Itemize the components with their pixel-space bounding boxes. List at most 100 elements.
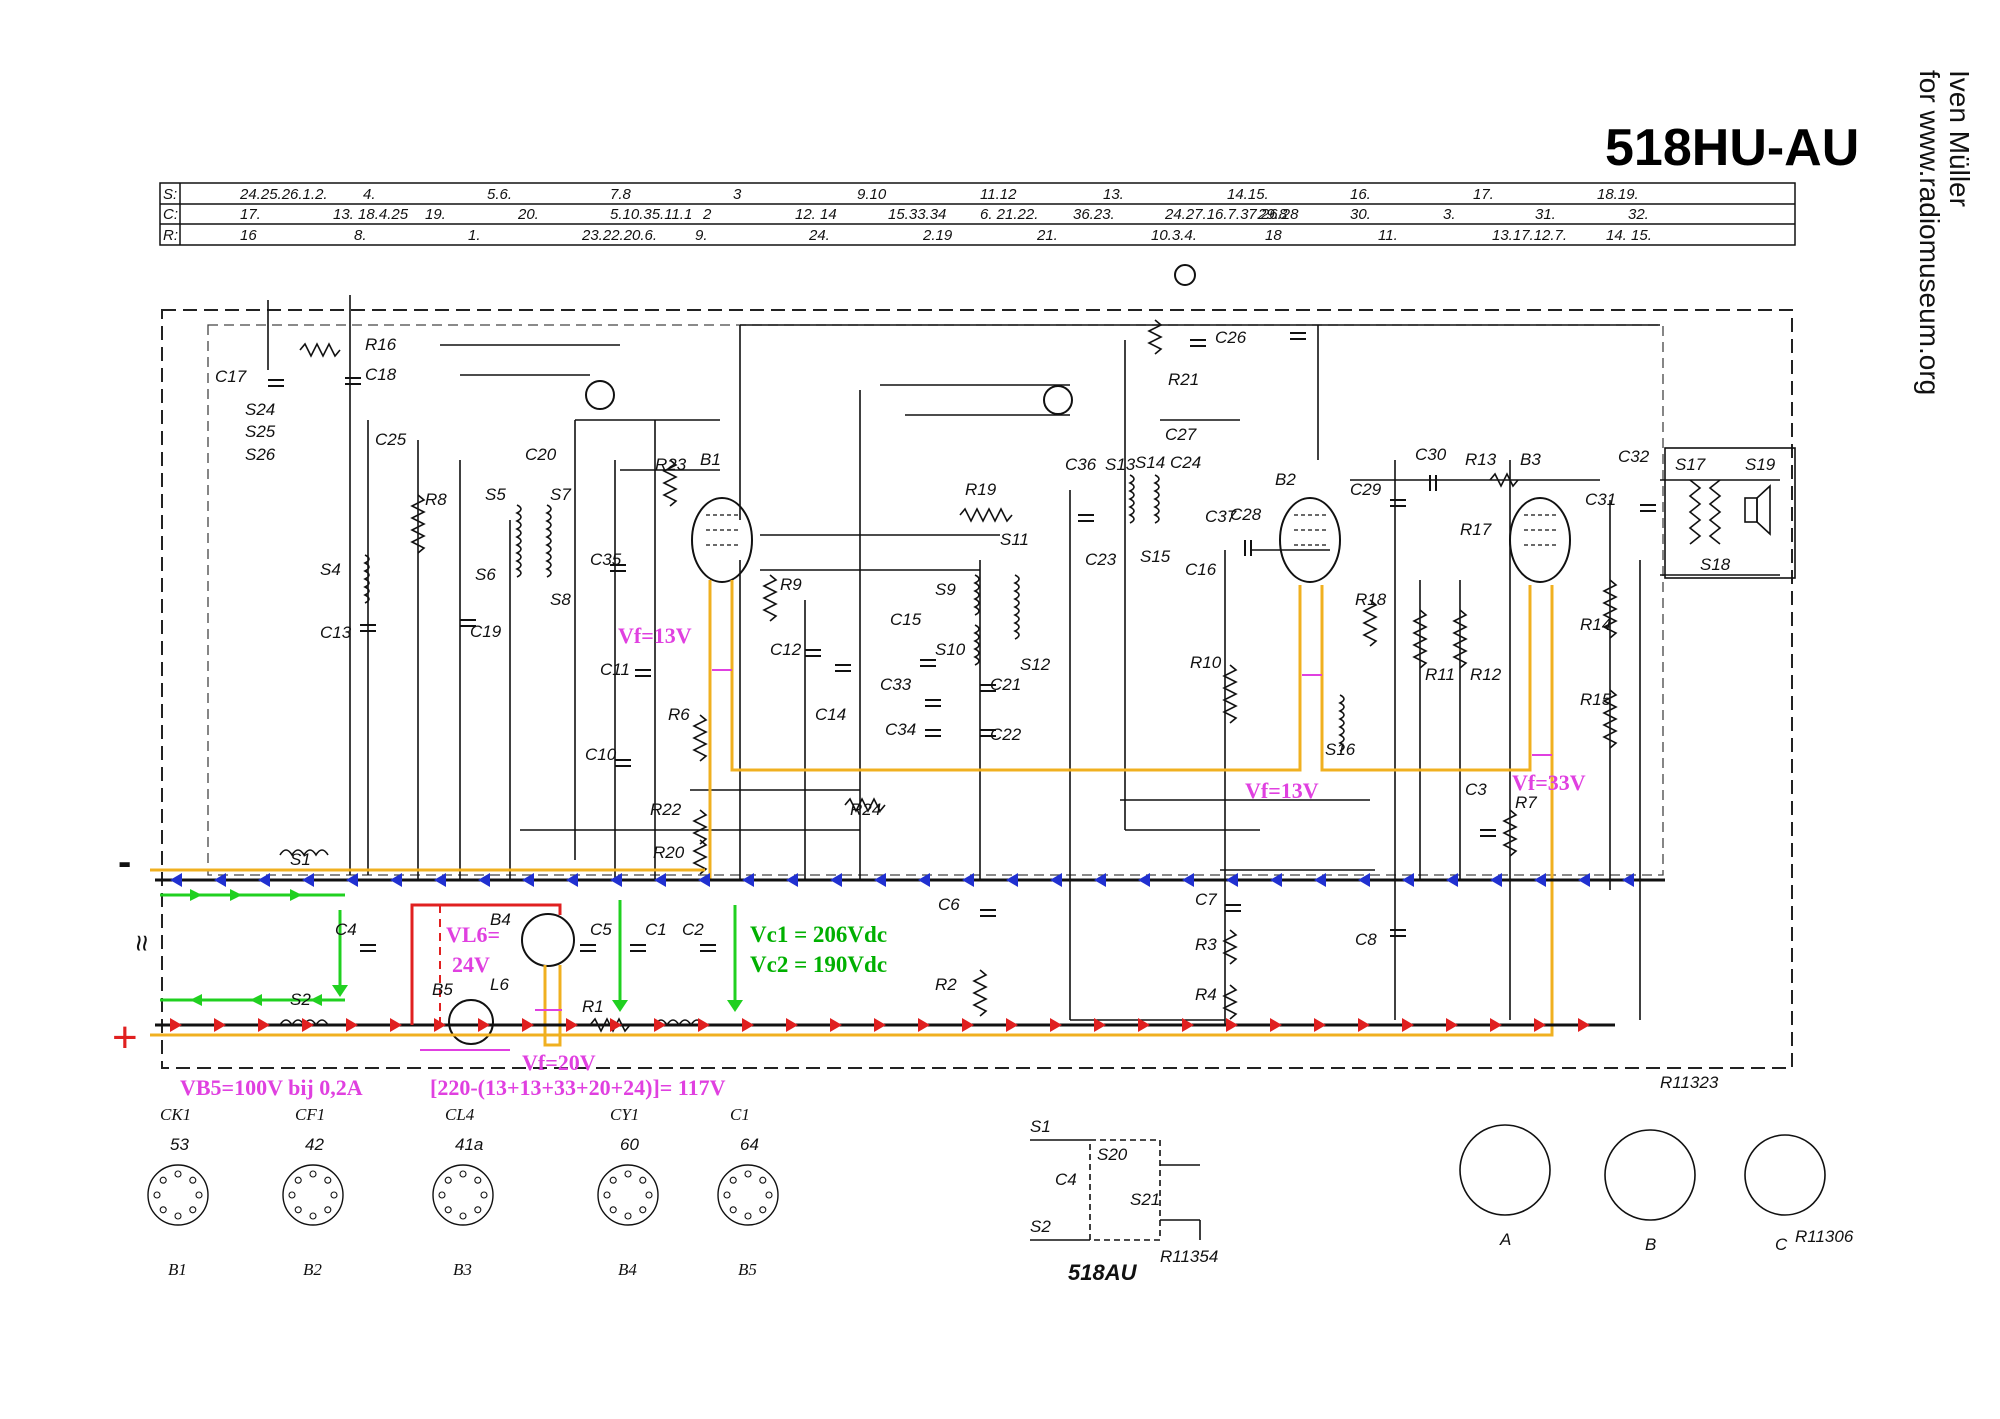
label-r7: R7: [1515, 793, 1537, 812]
parts-table-cell: 9.: [695, 227, 708, 244]
parts-table-cell: 24.27.16.7.37.26.28: [1164, 206, 1299, 223]
label-c25: C25: [375, 430, 407, 449]
base-pin: [639, 1176, 647, 1184]
label-c31: C31: [1585, 490, 1616, 509]
base-pin: [744, 1212, 752, 1220]
parts-table-cell: 2: [702, 206, 712, 223]
credit-site: for www.radiomuseum.org: [1914, 70, 1945, 395]
schematic-wiring: [267, 295, 1796, 1025]
tube-type: C1: [730, 1105, 750, 1124]
tube-type: CY1: [610, 1105, 639, 1124]
label-b3: B3: [1520, 450, 1541, 469]
label-r3: R3: [1195, 935, 1217, 954]
base-pin: [288, 1191, 296, 1199]
label-r10: R10: [1190, 653, 1222, 672]
parts-table-cell: 20.: [517, 206, 539, 223]
parts-table-cell: 32.: [1628, 206, 1649, 223]
switch-detail-s2: S2: [1030, 1217, 1051, 1236]
label-r23: R23: [655, 455, 687, 474]
b4-supply-path: [410, 903, 562, 1025]
flow-arrow: [1138, 873, 1150, 887]
heater-chain: [150, 580, 1554, 1047]
flow-arrow: [1314, 873, 1326, 887]
switch-detail-title: 518AU: [1068, 1260, 1138, 1285]
vf-b4-label: Vf=20V: [522, 1050, 596, 1075]
label-c13: C13: [320, 623, 352, 642]
base-pin: [444, 1176, 452, 1184]
switch-detail-drawing-no: R11354: [1160, 1247, 1218, 1266]
tube-base-diagram: [432, 1164, 494, 1226]
flow-arrow: [258, 873, 270, 887]
flow-arrow: [654, 873, 666, 887]
label-s13: S13: [1105, 455, 1136, 474]
parts-table-cell: 1.: [468, 227, 481, 244]
flow-arrow: [478, 873, 490, 887]
base-pin: [729, 1206, 737, 1214]
label-b2: B2: [1275, 470, 1296, 489]
parts-table-cell: 5.10.35.11.1: [610, 206, 692, 223]
parts-table-cell: 16.: [1350, 186, 1371, 203]
flow-arrow: [1138, 1018, 1150, 1032]
base-pin: [324, 1206, 332, 1214]
label-c37: C37: [1205, 507, 1237, 526]
label-s11: S11: [1000, 530, 1029, 549]
flow-arrow: [1402, 1018, 1414, 1032]
base-pin: [189, 1176, 197, 1184]
tube-base-diagram: [597, 1164, 659, 1226]
label-r17: R17: [1460, 520, 1492, 539]
coil-detail-c: C: [1775, 1235, 1788, 1254]
base-code: 64: [740, 1135, 759, 1154]
label-c19: C19: [470, 622, 502, 641]
label-s5: S5: [485, 485, 506, 504]
flow-arrow: [170, 1018, 182, 1032]
switch-detail-s1: S1: [1030, 1117, 1051, 1136]
parts-table-cell: 36.23.: [1073, 206, 1115, 223]
vf-b3-label: Vf=33V: [1512, 770, 1586, 795]
label-s24: S24: [245, 400, 275, 419]
flow-arrow: [1094, 1018, 1106, 1032]
flow-arrow: [1534, 873, 1546, 887]
label-s1: S1: [290, 850, 311, 869]
label-r6: R6: [668, 705, 690, 724]
vl6-label-line2: 24V: [452, 952, 490, 977]
base-pin: [159, 1176, 167, 1184]
label-r2: R2: [935, 975, 957, 994]
coil-detail-a: A: [1499, 1230, 1511, 1249]
label-l6: L6: [490, 975, 509, 994]
flow-arrow: [1050, 1018, 1062, 1032]
label-c5: C5: [590, 920, 612, 939]
base-pin: [309, 1170, 317, 1178]
parts-table-cell: 18: [1265, 227, 1282, 244]
flow-arrow: [1314, 1018, 1326, 1032]
flow-arrow: [302, 873, 314, 887]
switch-detail-s20: S20: [1097, 1145, 1128, 1164]
base-pin: [294, 1176, 302, 1184]
tube-type: CK1: [160, 1105, 191, 1124]
tube-base-label: B3: [453, 1260, 472, 1279]
label-r21: R21: [1168, 370, 1199, 389]
flow-arrow: [1226, 1018, 1238, 1032]
flow-arrow: [1270, 873, 1282, 887]
label-b1: B1: [700, 450, 721, 469]
flow-arrow: [1578, 873, 1590, 887]
label-s25: S25: [245, 422, 276, 441]
label-c23: C23: [1085, 550, 1117, 569]
parts-table-cell: 12. 14: [795, 206, 837, 223]
parts-table-cell: 17.: [240, 206, 261, 223]
flow-arrow: [610, 1018, 622, 1032]
minus-terminal-symbol: -: [118, 840, 131, 884]
base-pin: [624, 1212, 632, 1220]
base-pin: [723, 1191, 731, 1199]
label-c34: C34: [885, 720, 916, 739]
parts-table-cell: 23.22.20.6.: [581, 227, 657, 244]
parts-table-cell: 2.19: [922, 227, 953, 244]
vc2-label: Vc2 = 190Vdc: [750, 952, 887, 977]
tube-base-label: B5: [738, 1260, 757, 1279]
flow-arrow: [918, 873, 930, 887]
label-c15: C15: [890, 610, 922, 629]
label-s10: S10: [935, 640, 966, 659]
flow-arrow: [830, 1018, 842, 1032]
label-c2: C2: [682, 920, 704, 939]
